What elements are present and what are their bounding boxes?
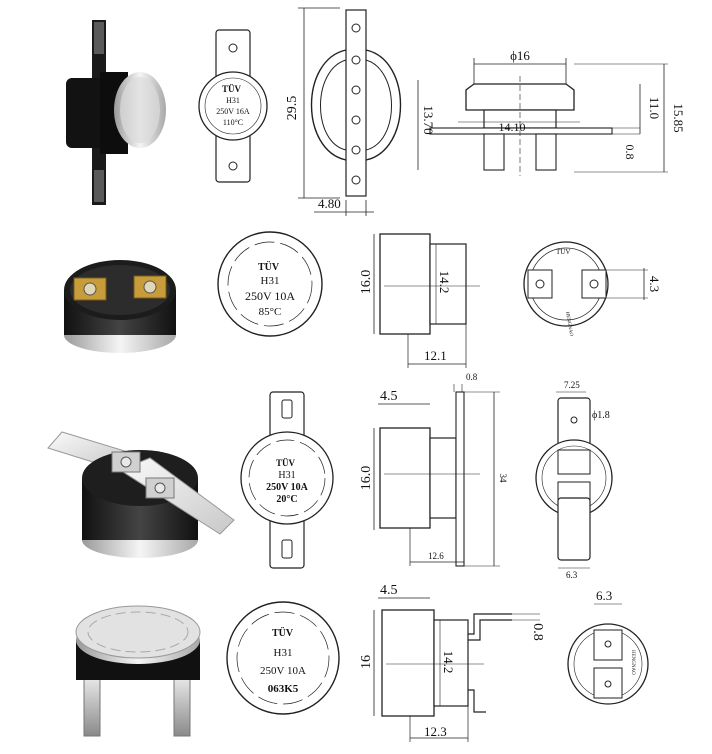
dim-width: 6.3: [596, 588, 612, 603]
row-4: TÜV H31 250V 10A 063K5 4.5 16 14.2 0.8 1…: [75, 583, 649, 742]
dim-thick: 0.8: [623, 145, 637, 160]
rear-view-2: TÜV HENGNAO 4.3: [523, 241, 662, 337]
cert-mark: TÜV: [276, 458, 296, 468]
cert-mark: TÜV: [258, 260, 280, 273]
dim-hole: ϕ1.8: [592, 410, 610, 421]
dim-left: 13.70: [421, 105, 436, 134]
row-3: TÜV H31 250V 10A 20°C 4.5 0.8 16.0 34 12…: [47, 372, 613, 580]
dim-base: 12.6: [428, 551, 444, 561]
temp-text: 20°C: [276, 494, 297, 505]
dim-base: 12.3: [424, 724, 447, 739]
face-view-4: TÜV H31 250V 10A 063K5: [226, 601, 340, 715]
model-text: H31: [226, 96, 240, 105]
temp-text: 063K5: [268, 683, 299, 695]
thermostat-photo-3: [47, 431, 235, 558]
dim-width: 4.3: [647, 276, 662, 292]
side-view-2: 16.0 14.2 12.1: [359, 233, 480, 368]
rear-view-4: 6.3 HENGNAO: [567, 588, 649, 705]
side-view-4: 4.5 16 14.2 0.8 12.3: [359, 583, 545, 742]
dim-base: 4.80: [318, 196, 341, 211]
dim-inner: 14.2: [441, 651, 456, 674]
dim-total: 15.85: [671, 103, 686, 132]
row-1: TÜV H31 250V 16A 110°C 29.5 4.80: [66, 7, 686, 216]
dim-width: 7.25: [564, 380, 580, 390]
profile-view-1: ϕ16 14.10 13.70 11.0 15.85 0.8: [417, 48, 686, 176]
model-text: H31: [274, 647, 293, 659]
dim-body: 14.10: [499, 120, 526, 134]
rear-maker: HENGNAO: [630, 650, 635, 675]
dim-height: 16: [359, 655, 374, 669]
dim-height: 16.0: [359, 270, 374, 295]
dim-base: 6.3: [566, 570, 578, 580]
model-text: H31: [278, 470, 295, 481]
dim-height: 16.0: [359, 466, 374, 491]
side-view-1: 29.5 4.80: [285, 7, 402, 216]
thermostat-photo-1: [66, 20, 166, 205]
cert-mark: TÜV: [272, 626, 294, 639]
rear-brand: TÜV: [556, 248, 570, 256]
dim-top: 4.5: [380, 583, 398, 598]
face-view-3: TÜV H31 250V 10A 20°C: [240, 391, 334, 569]
face-view-1: TÜV H31 250V 16A 110°C: [198, 29, 268, 183]
dim-height: 29.5: [285, 96, 300, 121]
dim-diameter: ϕ16: [510, 48, 530, 63]
dim-inner: 14.2: [437, 271, 452, 294]
rear-view-3: 7.25 ϕ1.8 6.3: [535, 380, 613, 580]
dim-top: 4.5: [380, 389, 398, 404]
thermostat-photo-4: [75, 605, 201, 737]
model-text: H31: [261, 275, 280, 287]
side-view-3: 4.5 0.8 16.0 34 12.6: [359, 372, 508, 567]
rear-maker: HENGNAO: [564, 311, 573, 337]
rating-text: 250V 10A: [245, 289, 295, 303]
cert-mark: TÜV: [222, 84, 242, 94]
dim-thick: 0.8: [530, 623, 545, 641]
row-2: TÜV H31 250V 10A 85°C 16.0 14.2 12.1 TÜV: [64, 231, 662, 368]
face-view-2: TÜV H31 250V 10A 85°C: [217, 231, 323, 337]
thermostat-photo-2: [64, 260, 176, 353]
rating-text: 250V 10A: [260, 665, 306, 677]
temp-text: 85°C: [259, 306, 282, 318]
temp-text: 110°C: [223, 118, 243, 127]
rating-text: 250V 10A: [266, 482, 309, 493]
dim-thick: 0.8: [466, 372, 478, 382]
rating-text: 250V 16A: [216, 107, 250, 116]
dim-top: 11.0: [647, 97, 662, 119]
dim-total: 34: [498, 474, 508, 484]
dim-base: 12.1: [424, 348, 447, 363]
